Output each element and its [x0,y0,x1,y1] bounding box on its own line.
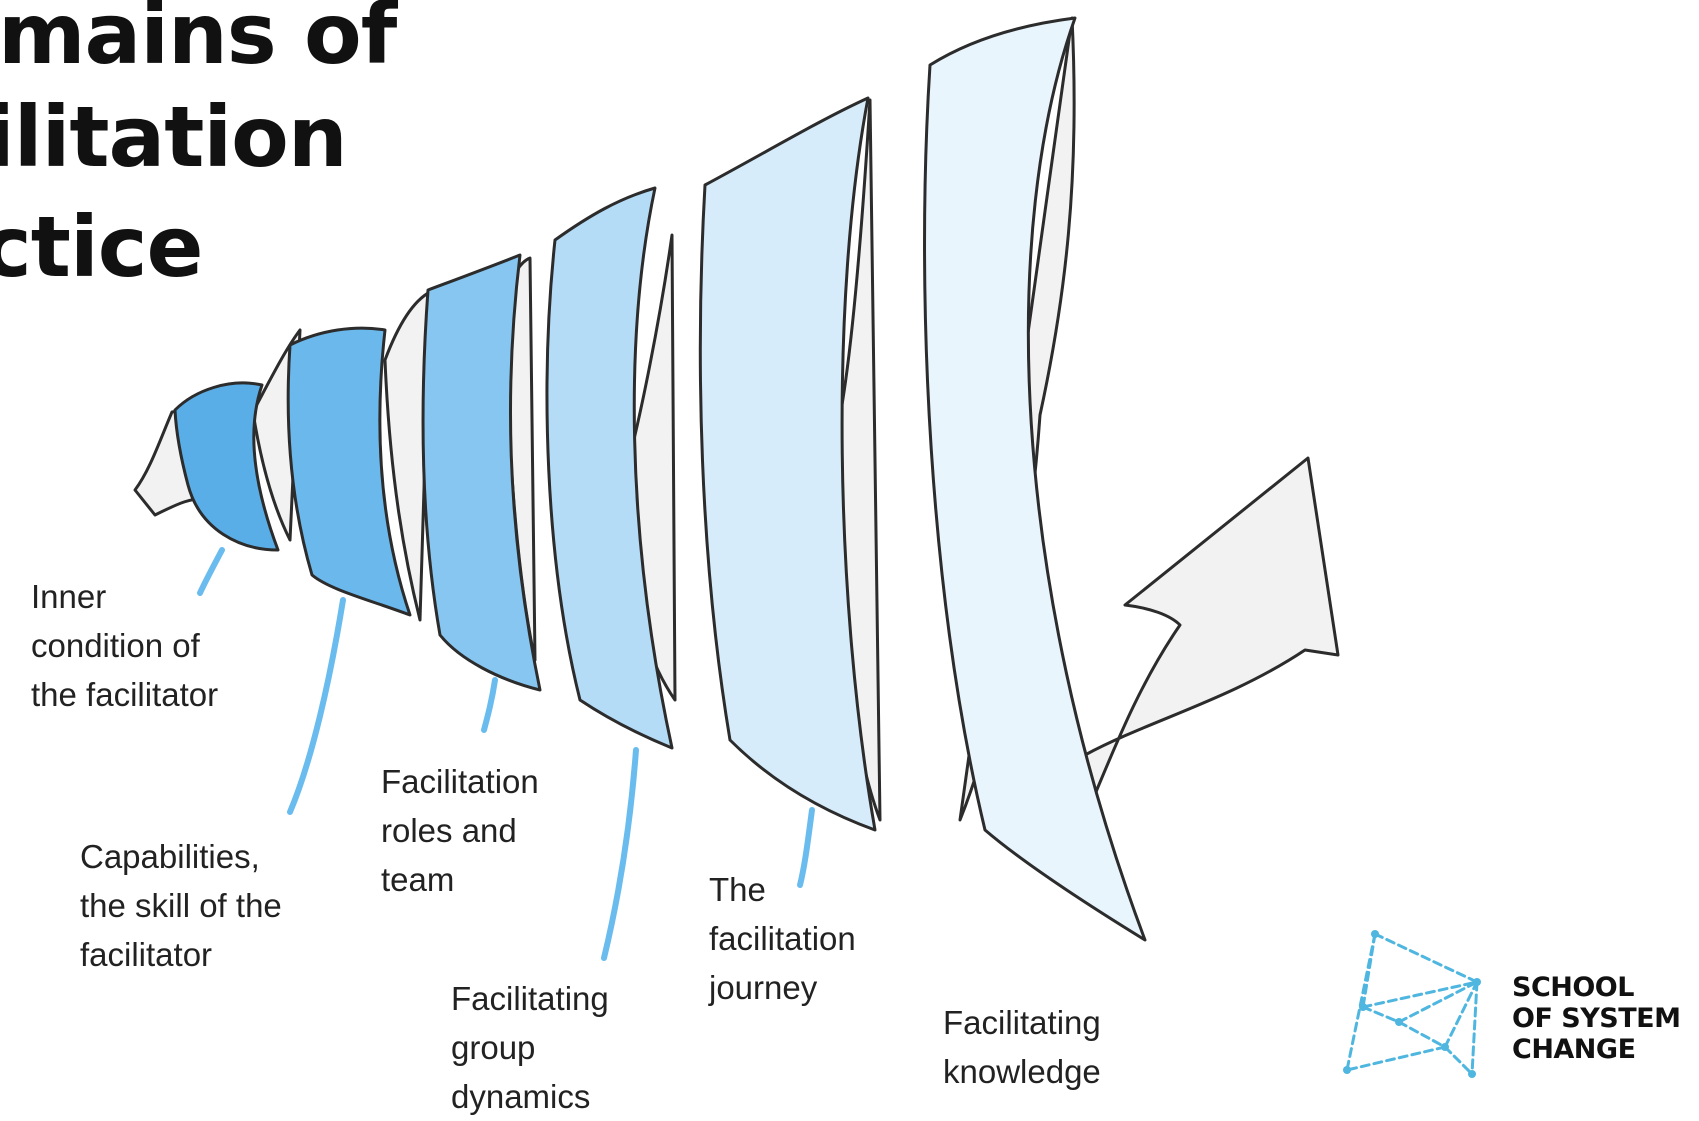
title-line-1: mains of [0,0,397,83]
domain-label-line: the facilitator [31,676,219,713]
domain-label-line: group [451,1029,536,1066]
pointer-journey [797,807,815,888]
back-face-3 [383,290,432,622]
domain-label-line: Facilitating [943,1004,1101,1041]
front-face-2 [286,326,412,617]
domain-label-line: facilitator [80,936,213,973]
domain-label-line: dynamics [451,1078,591,1115]
pointer-group-dynamics [601,747,639,961]
front-face-1 [173,381,280,552]
logo-wordmark: SCHOOL OF SYSTEM CHANGE [1512,972,1681,1065]
spiral-front-faces [173,16,1147,942]
domain-label-line: Facilitating [451,980,609,1017]
domain-label-line: journey [709,969,818,1006]
pointer-capabilities [287,597,346,815]
logo-wordmark-line: SCHOOL [1512,972,1634,1003]
front-face-6 [923,16,1147,942]
label-pointers [197,547,815,961]
front-face-5 [698,96,877,832]
network-graph-icon [1343,930,1481,1078]
title-line-2: ilitation [0,88,348,186]
front-face-4 [545,186,674,750]
domain-label-line: condition of [31,627,200,664]
title-line-3: ctice [0,198,204,296]
logo-wordmark-line: CHANGE [1512,1034,1636,1065]
domain-label-line: facilitation [709,920,856,957]
pointer-roles-team [481,677,498,733]
domain-label-line: Inner [31,578,107,615]
domain-label-journey: The facilitation journey [709,865,856,1012]
domain-label-line: the skill of the [80,887,282,924]
domain-label-capabilities: Capabilities, the skill of the facilitat… [80,832,282,979]
domain-label-line: roles and [381,812,517,849]
domain-label-knowledge: Facilitating knowledge [943,998,1101,1096]
domain-label-inner-condition: Inner condition of the facilitator [31,572,218,719]
pointer-inner-condition [197,547,225,596]
logo-wordmark-line: OF SYSTEM [1512,1003,1681,1034]
spiral-arrow [1078,456,1340,832]
domain-label-group-dynamics: Facilitating group dynamics [451,974,609,1121]
domain-label-line: Capabilities, [80,838,260,875]
domain-label-line: Facilitation [381,763,539,800]
domain-label-line: The [709,871,766,908]
front-face-3 [421,253,542,692]
domain-label-roles-team: Facilitation roles and team [381,757,539,904]
domain-label-line: team [381,861,455,898]
school-of-system-change-logo: SCHOOL OF SYSTEM CHANGE [1337,922,1681,1092]
domain-label-line: knowledge [943,1053,1101,1090]
